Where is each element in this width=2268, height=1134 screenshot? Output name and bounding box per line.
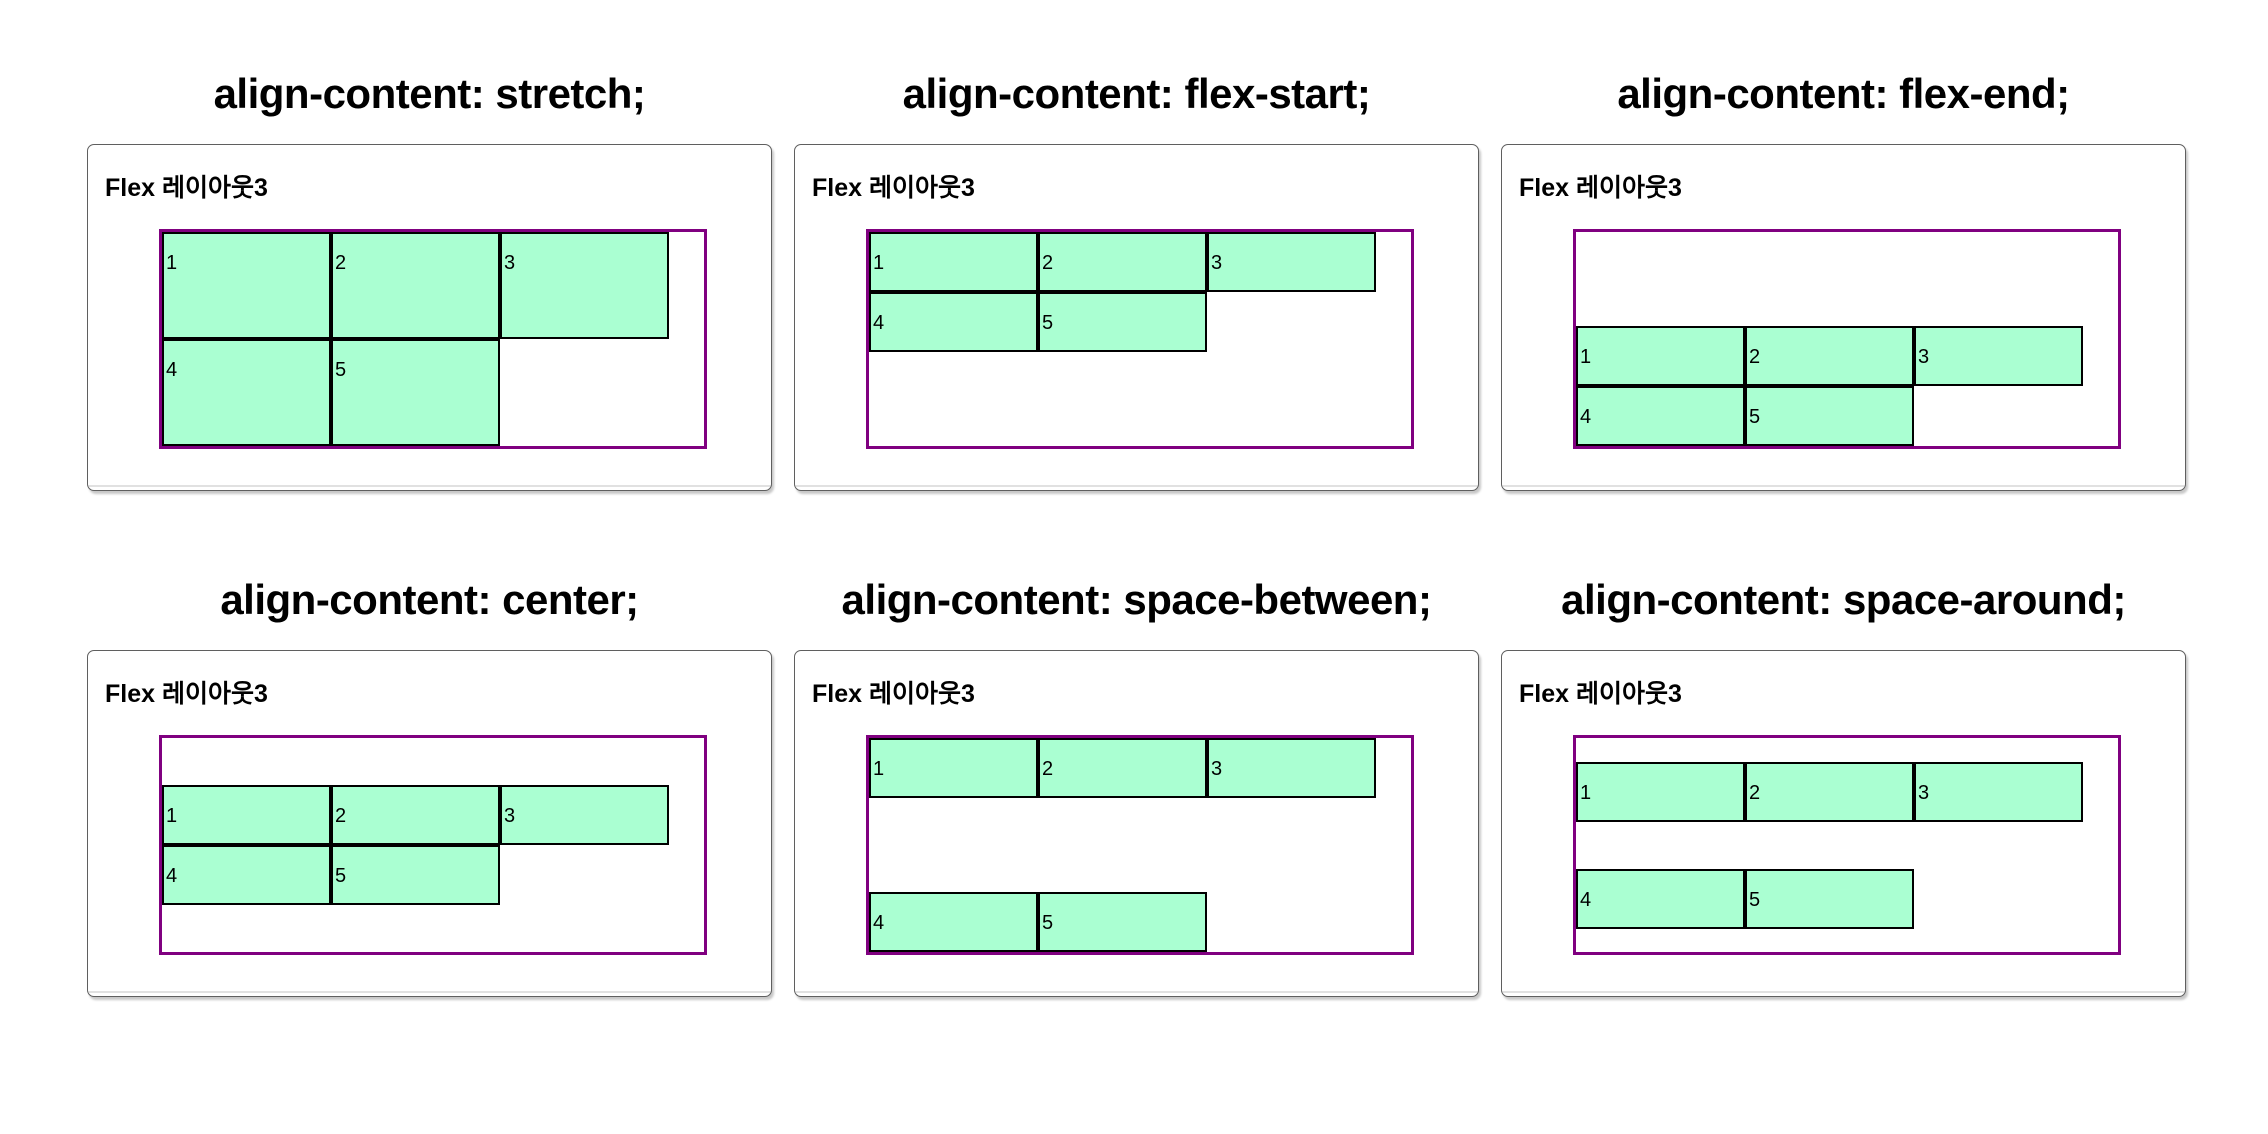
flex-item: 1 bbox=[162, 785, 331, 845]
flex-item: 4 bbox=[1576, 386, 1745, 446]
flex-item: 3 bbox=[1207, 738, 1376, 798]
panel-title: align-content: flex-end; bbox=[1617, 70, 2070, 117]
panel-title: align-content: space-between; bbox=[841, 576, 1432, 623]
flex-item: 5 bbox=[1038, 292, 1207, 352]
document-heading: Flex 레이아웃3 bbox=[1519, 174, 1682, 202]
flex-item: 5 bbox=[1745, 868, 1914, 929]
flex-item: 3 bbox=[1914, 761, 2083, 822]
flex-item: 1 bbox=[869, 738, 1038, 798]
flex-item: 4 bbox=[162, 339, 331, 446]
panel-title: align-content: center; bbox=[220, 576, 639, 623]
flex-item: 5 bbox=[1038, 892, 1207, 952]
panel-title: align-content: stretch; bbox=[213, 70, 646, 117]
panel-title: align-content: flex-start; bbox=[902, 70, 1371, 117]
document-heading: Flex 레이아웃3 bbox=[812, 680, 975, 708]
flex-item: 3 bbox=[500, 232, 669, 339]
flex-item: 2 bbox=[331, 232, 500, 339]
flex-item: 2 bbox=[1038, 738, 1207, 798]
flex-item: 2 bbox=[1038, 232, 1207, 292]
document-heading: Flex 레이아웃3 bbox=[812, 174, 975, 202]
flex-item: 2 bbox=[1745, 761, 1914, 822]
document-heading: Flex 레이아웃3 bbox=[1519, 680, 1682, 708]
align-content-demo-panel: align-content: space-between; Flex 레이아웃3… bbox=[794, 576, 1479, 997]
flex-item: 4 bbox=[162, 845, 331, 905]
flex-item: 4 bbox=[1576, 868, 1745, 929]
flex-item: 1 bbox=[1576, 761, 1745, 822]
flex-item: 1 bbox=[869, 232, 1038, 292]
flex-item: 5 bbox=[331, 339, 500, 446]
document-heading: Flex 레이아웃3 bbox=[105, 680, 268, 708]
flex-item: 3 bbox=[1914, 326, 2083, 386]
flex-item: 5 bbox=[1745, 386, 1914, 446]
panel-title: align-content: space-around; bbox=[1561, 576, 2126, 623]
flex-item: 5 bbox=[331, 845, 500, 905]
document-heading: Flex 레이아웃3 bbox=[105, 174, 268, 202]
flex-item: 1 bbox=[162, 232, 331, 339]
flex-item: 3 bbox=[500, 785, 669, 845]
flex-item: 4 bbox=[869, 892, 1038, 952]
flex-item: 2 bbox=[1745, 326, 1914, 386]
flex-item: 2 bbox=[331, 785, 500, 845]
align-content-demo-panel: align-content: space-around; Flex 레이아웃3 … bbox=[1501, 576, 2186, 997]
flex-item: 3 bbox=[1207, 232, 1376, 292]
flex-item: 4 bbox=[869, 292, 1038, 352]
flex-item: 1 bbox=[1576, 326, 1745, 386]
